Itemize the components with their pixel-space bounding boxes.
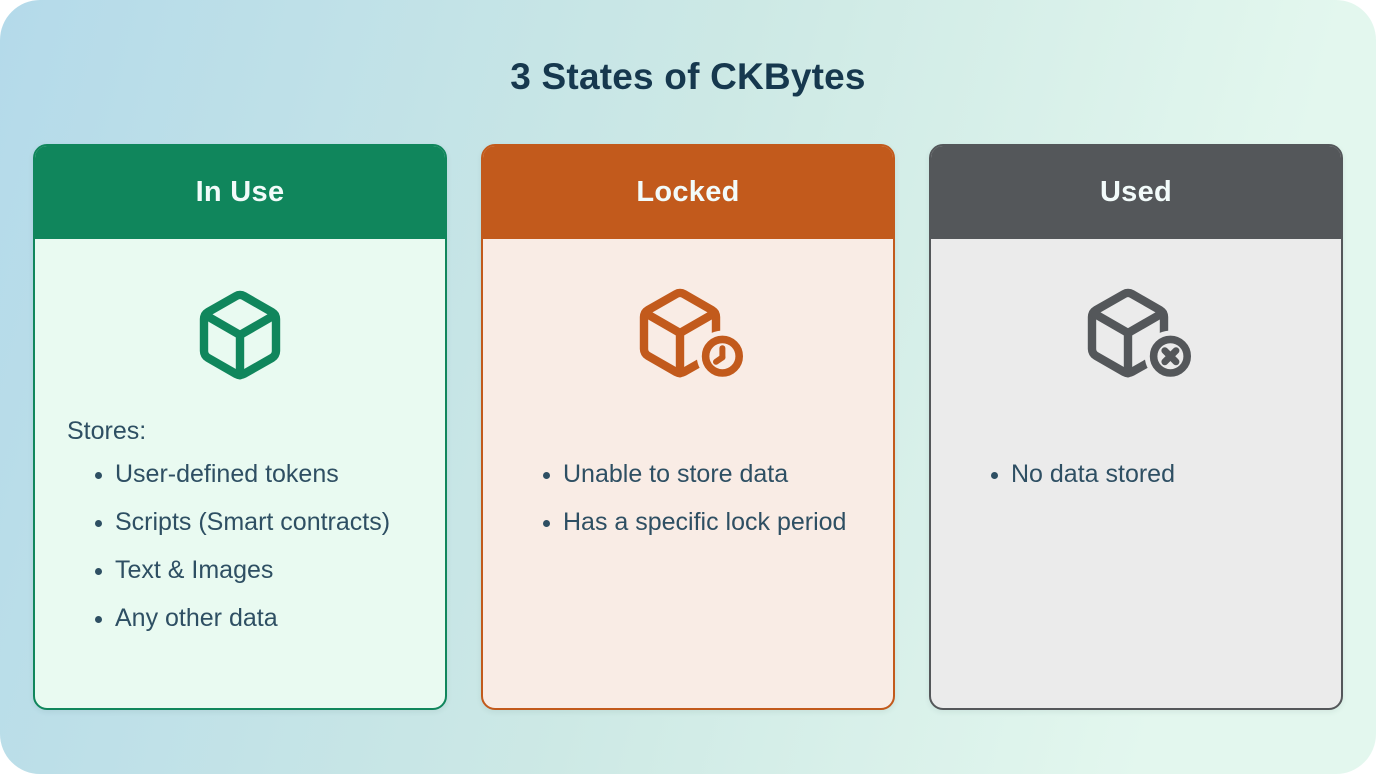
card-used-body: No data stored [931, 285, 1341, 489]
card-in-use-header: In Use [35, 146, 445, 239]
card-locked-header: Locked [483, 146, 893, 239]
card-used-intro [963, 417, 1341, 451]
card-used-bullet-list: No data stored [931, 459, 1341, 489]
bullet-item: Any other data [115, 603, 445, 633]
cube-icon [35, 285, 445, 385]
bullet-item: Scripts (Smart contracts) [115, 507, 445, 537]
cube-clock-icon [483, 285, 893, 385]
bullet-item: No data stored [1011, 459, 1341, 489]
page-title: 3 States of CKBytes [510, 56, 866, 97]
card-used: Used [929, 144, 1343, 710]
card-in-use-body: Stores: User-defined tokens Scripts (Sma… [35, 285, 445, 633]
card-used-title: Used [1099, 176, 1173, 208]
card-locked-intro [515, 417, 893, 451]
card-locked-bullet-list: Unable to store data Has a specific lock… [483, 459, 893, 537]
card-locked-title: Locked [636, 176, 740, 208]
card-in-use-title: In Use [195, 176, 285, 208]
bullet-item: Text & Images [115, 555, 445, 585]
bullet-item: User-defined tokens [115, 459, 445, 489]
card-used-header: Used [931, 146, 1341, 239]
bullet-item: Has a specific lock period [563, 507, 893, 537]
cube-x-icon [931, 285, 1341, 385]
bullet-item: Unable to store data [563, 459, 893, 489]
card-in-use-intro: Stores: [67, 417, 147, 445]
card-locked: Locked [481, 144, 895, 710]
state-cards: In Use Stores: User-defined tokens Scr [33, 144, 1343, 710]
card-in-use-bullet-list: User-defined tokens Scripts (Smart contr… [35, 459, 445, 633]
card-in-use: In Use Stores: User-defined tokens Scr [33, 144, 447, 710]
card-locked-body: Unable to store data Has a specific lock… [483, 285, 893, 537]
